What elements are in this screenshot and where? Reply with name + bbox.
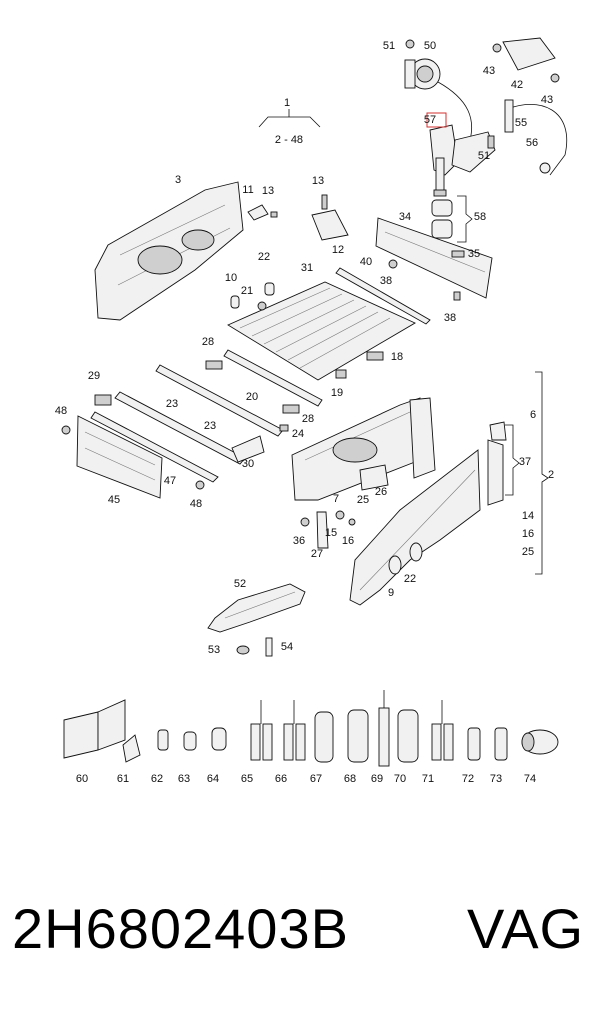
callout-22: 22 — [258, 251, 270, 263]
small-brackets — [247, 194, 349, 241]
callout-74: 74 — [524, 773, 536, 785]
callout-30: 30 — [242, 458, 254, 470]
spare-wheel-winch — [404, 58, 567, 197]
callout-13: 13 — [312, 175, 324, 187]
small-clips — [230, 282, 275, 311]
callout-58: 58 — [474, 211, 486, 223]
callout-23: 23 — [204, 420, 216, 432]
callout-24: 24 — [292, 428, 304, 440]
tailgate-panel-45 — [61, 415, 205, 499]
callout-67: 67 — [310, 773, 322, 785]
callout-63: 63 — [178, 773, 190, 785]
callout-37: 37 — [519, 456, 531, 468]
part-number: 2H6802403B — [12, 897, 349, 960]
callout-2: 2 — [548, 469, 554, 481]
cross-members — [90, 349, 384, 483]
exploded-parts-diagram: 1 2 - 48 — [55, 37, 567, 785]
callout-43: 43 — [483, 65, 495, 77]
callout-48: 48 — [190, 498, 202, 510]
callout-25: 25 — [522, 546, 534, 558]
callout-66: 66 — [275, 773, 287, 785]
callout-28: 28 — [302, 413, 314, 425]
callout-51: 51 — [478, 150, 490, 162]
callout-25: 25 — [357, 494, 369, 506]
brand-name: VAG — [467, 897, 585, 960]
callout-45: 45 — [108, 494, 120, 506]
callout-14: 14 — [522, 510, 534, 522]
callout-7: 7 — [333, 493, 339, 505]
consumables-row — [63, 690, 559, 767]
callout-15: 15 — [325, 527, 337, 539]
rail-40 — [335, 267, 431, 325]
callout-34: 34 — [399, 211, 411, 223]
callout-50: 50 — [424, 40, 436, 52]
callout-19: 19 — [331, 387, 343, 399]
callout-61: 61 — [117, 773, 129, 785]
callout-43: 43 — [541, 94, 553, 106]
callout-53: 53 — [208, 644, 220, 656]
callout-40: 40 — [360, 256, 372, 268]
callout-57-highlight — [426, 112, 447, 128]
callout-56: 56 — [526, 137, 538, 149]
callout-52: 52 — [234, 578, 246, 590]
callout-62: 62 — [151, 773, 163, 785]
callout-11: 11 — [242, 184, 253, 196]
group-number: 1 — [284, 97, 290, 109]
callout-48: 48 — [55, 405, 67, 417]
callout-54: 54 — [281, 641, 293, 653]
front-wall-3 — [94, 181, 244, 321]
callout-16: 16 — [522, 528, 534, 540]
callout-60: 60 — [76, 773, 88, 785]
front-bed-panel-34 — [375, 217, 493, 301]
callout-13: 13 — [262, 185, 274, 197]
bracket-42 — [405, 37, 560, 149]
callout-51: 51 — [383, 40, 395, 52]
callout-38: 38 — [380, 275, 392, 287]
side-wall — [291, 397, 507, 606]
callout-26: 26 — [375, 486, 387, 498]
group-header: 1 2 - 48 — [258, 97, 321, 146]
callout-72: 72 — [462, 773, 474, 785]
callout-69: 69 — [371, 773, 383, 785]
group-bracket-37 — [505, 424, 520, 496]
callout-6: 6 — [530, 409, 536, 421]
callout-28: 28 — [202, 336, 214, 348]
callout-9: 9 — [388, 587, 394, 599]
group-bracket-2 — [535, 371, 549, 575]
callout-29: 29 — [88, 370, 100, 382]
callout-38: 38 — [444, 312, 456, 324]
group-bracket-58 — [457, 195, 473, 243]
caption: 2H6802403B VAG — [12, 896, 592, 986]
bump-stops-58 — [431, 199, 453, 239]
bed-floor-31 — [227, 281, 416, 381]
callout-12: 12 — [332, 244, 344, 256]
callout-35: 35 — [468, 248, 480, 260]
callout-42: 42 — [511, 79, 523, 91]
callout-16: 16 — [342, 535, 354, 547]
callout-22: 22 — [404, 573, 416, 585]
callout-57: 57 — [424, 114, 436, 126]
callout-20: 20 — [246, 391, 258, 403]
callout-31: 31 — [301, 262, 313, 274]
callout-27: 27 — [311, 548, 323, 560]
callout-18: 18 — [391, 351, 403, 363]
callout-55: 55 — [515, 117, 527, 129]
callout-65: 65 — [241, 773, 253, 785]
callout-3: 3 — [175, 174, 181, 186]
callout-68: 68 — [344, 773, 356, 785]
callout-10: 10 — [225, 272, 237, 284]
group-range: 2 - 48 — [275, 134, 303, 146]
callout-23: 23 — [166, 398, 178, 410]
callout-70: 70 — [394, 773, 406, 785]
callout-47: 47 — [164, 475, 176, 487]
callout-73: 73 — [490, 773, 502, 785]
callout-21: 21 — [241, 285, 253, 297]
callout-36: 36 — [293, 535, 305, 547]
callout-71: 71 — [422, 773, 434, 785]
callout-64: 64 — [207, 773, 219, 785]
skid-plate-52 — [207, 583, 306, 657]
